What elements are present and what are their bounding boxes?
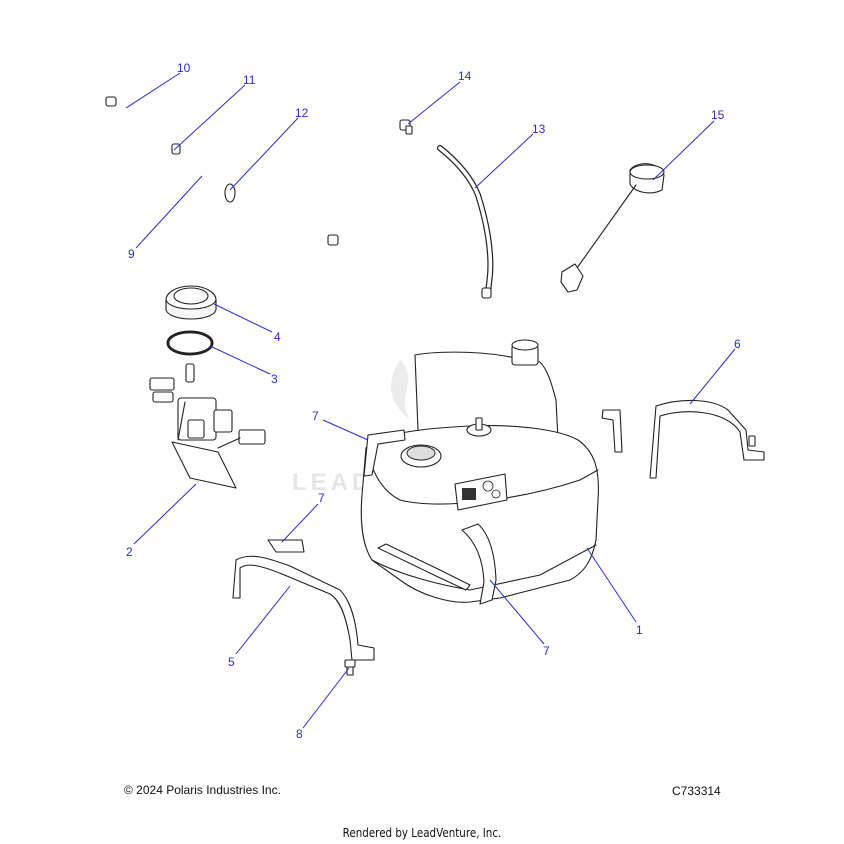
callout-7a: 7 xyxy=(312,409,319,423)
callout-8: 8 xyxy=(296,727,303,741)
callout-7b: 7 xyxy=(318,491,325,505)
hose-clamp-12 xyxy=(224,183,236,203)
seal-3[interactable] xyxy=(166,330,214,356)
diagram-code: C733314 xyxy=(672,784,721,798)
copyright-text: © 2024 Polaris Industries Inc. xyxy=(124,783,281,797)
strap-clip-7a[interactable] xyxy=(363,429,406,477)
fuel-pump-2[interactable] xyxy=(149,363,266,489)
lock-ring-4[interactable] xyxy=(165,285,217,320)
callout-1: 1 xyxy=(636,623,643,637)
fuel-tank-1[interactable] xyxy=(360,339,599,603)
hose-end-fitting xyxy=(327,234,339,246)
strap-clip-7d[interactable] xyxy=(267,539,305,553)
callout-2: 2 xyxy=(126,545,133,559)
callout-7c: 7 xyxy=(543,644,550,658)
callout-5: 5 xyxy=(228,655,235,669)
bolt-8[interactable] xyxy=(344,659,356,676)
strap-5[interactable] xyxy=(232,555,375,661)
fitting-14[interactable] xyxy=(399,119,413,135)
callout-6: 6 xyxy=(734,337,741,351)
callout-15: 15 xyxy=(711,108,725,122)
callouts: 1 2 3 4 5 6 7 7 7 8 9 10 11 12 13 14 15 xyxy=(126,61,741,741)
fuel-cap-sender-15[interactable] xyxy=(560,163,665,293)
hose-fitting-10 xyxy=(105,96,117,107)
callout-4: 4 xyxy=(274,330,281,344)
callout-14: 14 xyxy=(458,69,472,83)
rendered-by-text: Rendered by LeadVenture, Inc. xyxy=(342,826,502,840)
tank-strap-7c[interactable] xyxy=(377,523,497,605)
hose-13[interactable] xyxy=(437,145,494,299)
strap-6[interactable] xyxy=(649,399,765,479)
callout-11: 11 xyxy=(243,73,256,87)
vent-hose-assembly[interactable] xyxy=(105,96,339,246)
leader-lines xyxy=(125,72,736,729)
callout-12: 12 xyxy=(295,106,309,120)
strap-clip-7b[interactable] xyxy=(601,409,623,453)
callout-13: 13 xyxy=(532,122,546,136)
callout-9: 9 xyxy=(128,247,135,261)
callout-10: 10 xyxy=(177,61,191,75)
callout-3: 3 xyxy=(271,372,278,386)
